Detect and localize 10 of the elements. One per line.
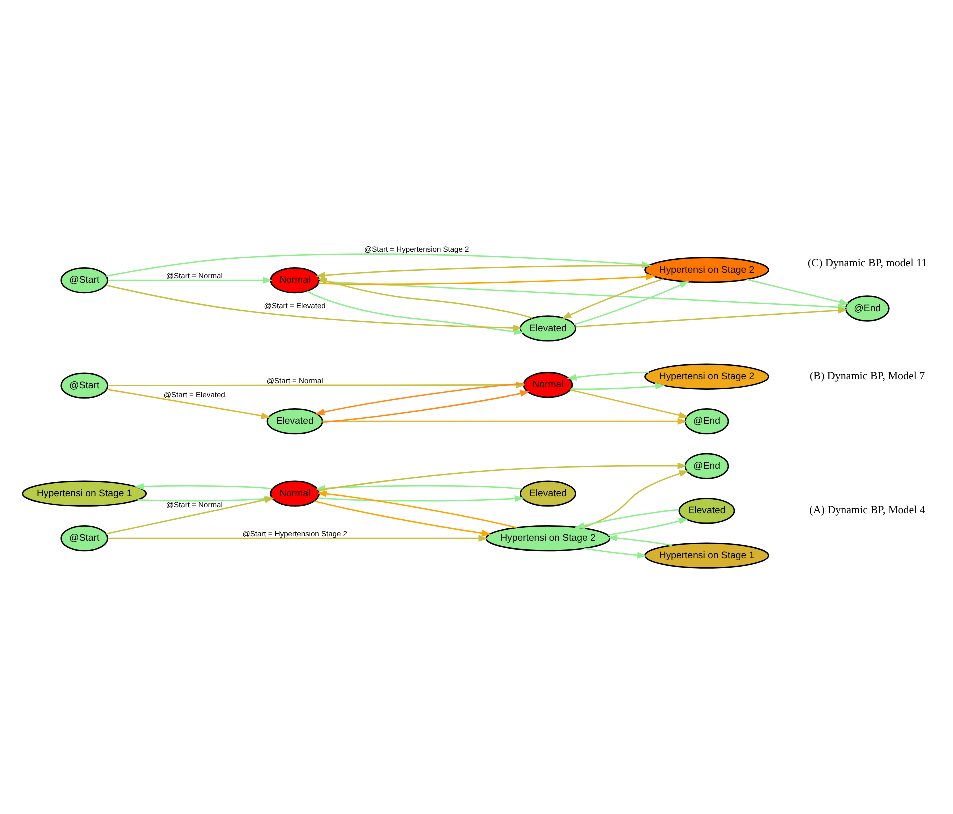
- edge-label: @Start = Normal: [166, 500, 222, 509]
- edge-label: @Start = Elevated: [264, 301, 326, 310]
- edge-label: @Start = Elevated: [163, 390, 225, 399]
- label: (C) Dynamic BP, model 11: [808, 257, 927, 270]
- edge-label: @Start = Hypertension Stage 2: [242, 528, 347, 538]
- edge-label: @Start = Hypertension Stage 2: [364, 244, 469, 254]
- edge-label: @Start = Normal: [266, 376, 323, 386]
- label: (A) Dynamic BP, Model 4: [809, 504, 925, 516]
- edge-label: @Start = Normal: [166, 270, 222, 280]
- label: (B) Dynamic BP, Model 7: [809, 370, 925, 382]
